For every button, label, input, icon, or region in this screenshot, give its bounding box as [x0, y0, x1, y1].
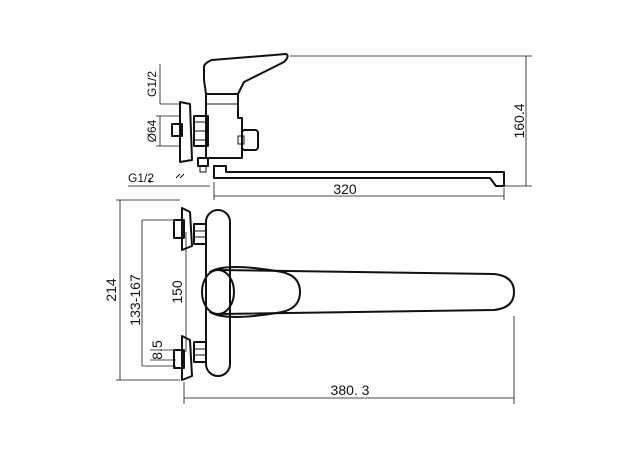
dim-center-range: 133-167: [127, 274, 143, 326]
lever-handle: [203, 53, 289, 95]
diverter-knob: [241, 129, 259, 151]
dim-diameter: Ø64: [145, 119, 159, 142]
dim-total-length: 380. 3: [331, 382, 370, 398]
dim-bottom-thread: G1/2: [128, 171, 154, 185]
front-spout: [217, 269, 515, 315]
dim-height: 160.4: [511, 103, 527, 138]
dim-top-thread: G1/2: [145, 71, 159, 97]
front-lever: [209, 266, 301, 318]
bottom-outlet: [197, 157, 209, 167]
spout-pipe: [213, 165, 505, 187]
lower-nut: [193, 341, 207, 363]
dim-total-height: 214: [103, 278, 119, 302]
upper-nut: [193, 223, 207, 245]
dim-offset: 8.5: [149, 340, 165, 360]
lower-flange: [181, 335, 193, 381]
dim-center-distance: 150: [169, 280, 185, 304]
side-view: G1/2 Ø64 G1/2 160.4 320: [128, 53, 532, 200]
front-view: 214 133-167 150 8.5 380. 3: [103, 199, 515, 404]
dim-spout-length: 320: [333, 181, 357, 197]
upper-flange: [181, 207, 193, 251]
front-body: [205, 209, 231, 377]
wall-flange: [179, 101, 193, 163]
eccentric-connector: [171, 123, 183, 137]
